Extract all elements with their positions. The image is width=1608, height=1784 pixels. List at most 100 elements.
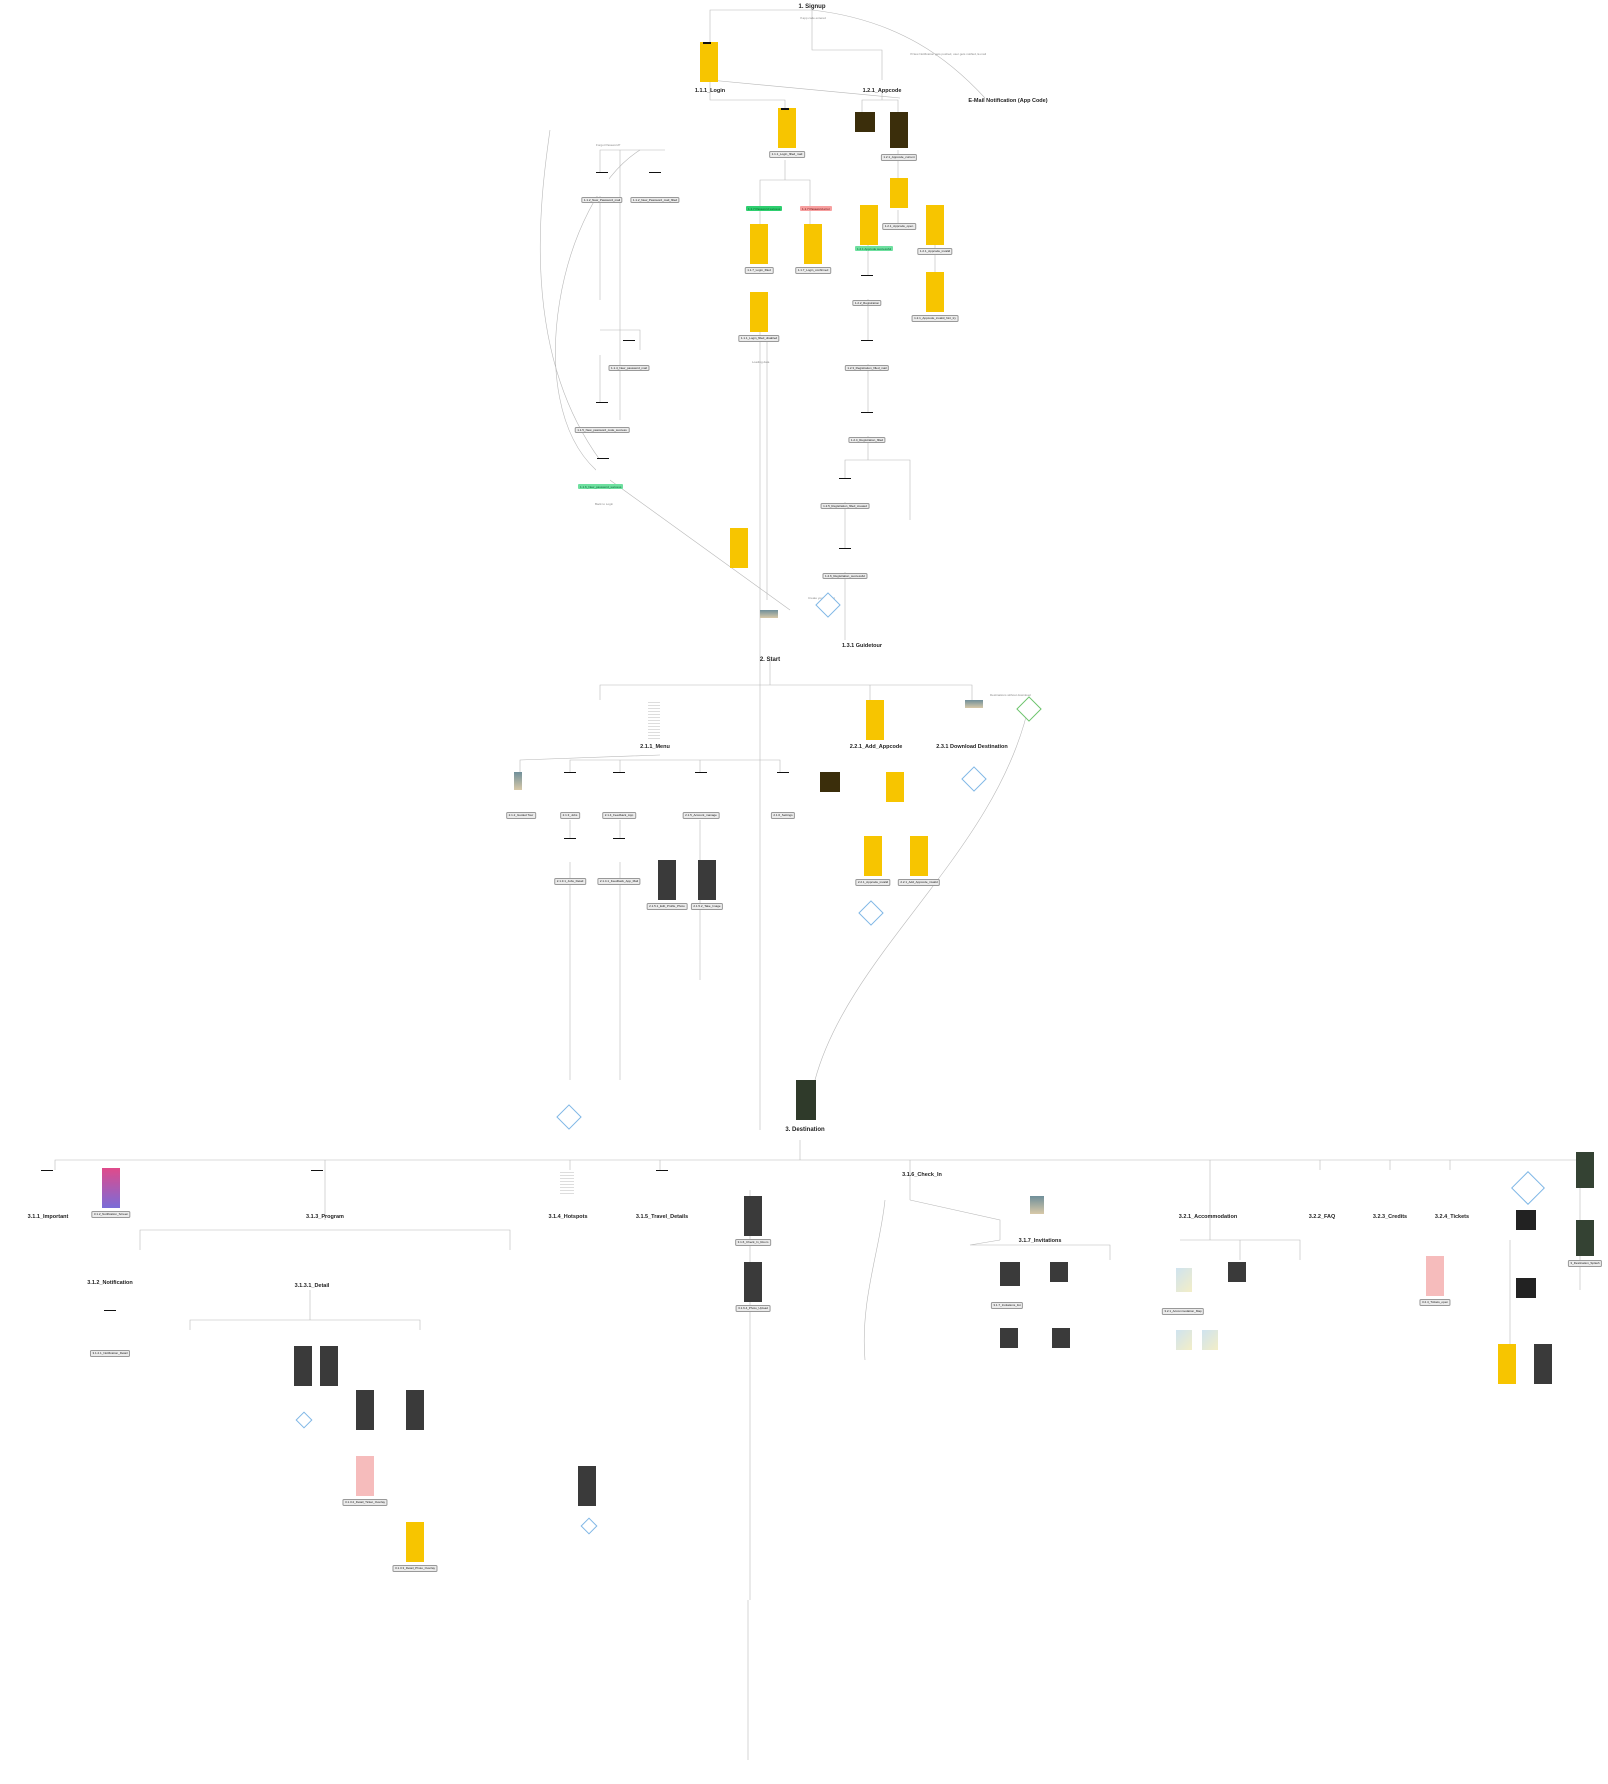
- screen-thumbnail: [612, 772, 626, 796]
- screen-node[interactable]: 1.1.7_Login_confirmed: [795, 224, 831, 276]
- screen-node[interactable]: 2.1.4.1_Feedback_App_Mail: [597, 838, 641, 885]
- screen-thumbnail: [860, 340, 874, 364]
- screen-node[interactable]: 1.1.1_Login_filled_disabled: [738, 292, 780, 344]
- screen-node[interactable]: 3.1.6.4_Photo_Upload: [735, 1262, 771, 1314]
- screen-node[interactable]: 1.1.2_New_Password_mail_filled: [630, 172, 680, 204]
- screen-node[interactable]: [860, 205, 878, 249]
- screen-node[interactable]: 3.2.1_Accommodation_Map: [1161, 1268, 1205, 1315]
- screen-node[interactable]: [406, 1390, 424, 1434]
- screen-label: 1.2.5_Registration_filled_created: [820, 502, 870, 510]
- screen-label: 1.1.1_Login_filled_mail: [769, 151, 805, 158]
- screen-node[interactable]: 1.1.7_Login_filled: [744, 224, 774, 276]
- screen-node[interactable]: [310, 1170, 324, 1198]
- screen-node[interactable]: [855, 112, 875, 160]
- screen-thumbnail: [864, 836, 882, 876]
- screen-thumbnail: [406, 1522, 424, 1562]
- screen-label: 2.1.5.2_Take_Image: [690, 903, 724, 910]
- screen-node[interactable]: 1.2.6_Registration_successful: [822, 548, 868, 580]
- screen-node[interactable]: [1228, 1262, 1246, 1286]
- screen-node[interactable]: 2.1.4_Feedback_App: [602, 772, 636, 819]
- screen-node[interactable]: 2.1.3_Jobs: [560, 772, 580, 819]
- screen-node[interactable]: 1.2.1_Appcode_invalid_hint_try: [911, 272, 959, 324]
- screen-node[interactable]: 3.2.4_Tickets_open: [1419, 1256, 1451, 1308]
- screen-node[interactable]: [1052, 1328, 1070, 1372]
- status-tag: 1.1.7 Password error: [800, 206, 832, 211]
- screen-node[interactable]: [796, 1080, 816, 1124]
- screen-thumbnail: [1202, 1330, 1218, 1350]
- screen-node[interactable]: [40, 1170, 54, 1198]
- screen-label: 2.1.4_Feedback_App: [602, 812, 636, 819]
- screen-node[interactable]: 2.2.1_Add_Appcode_invalid: [897, 836, 941, 892]
- screen-node[interactable]: 3.1.3.3_Detail_Photo_Overlay: [392, 1522, 438, 1574]
- screen-node[interactable]: [1516, 1210, 1536, 1232]
- screen-thumbnail: [838, 548, 852, 572]
- section-detail: 3.1.3.1_Detail: [294, 1283, 330, 1289]
- screen-thumbnail: [320, 1346, 338, 1386]
- screen-node[interactable]: 1.2.2_Registration: [852, 275, 882, 307]
- screen-node[interactable]: [700, 42, 718, 86]
- screen-node[interactable]: 1.1.1_Login_filled_mail: [769, 108, 805, 160]
- screen-node[interactable]: 2.1.5_Account_manage: [682, 772, 720, 819]
- section-checkin: 3.1.6_Check_In: [902, 1172, 942, 1178]
- screen-node[interactable]: [596, 458, 610, 486]
- screen-node[interactable]: 3.1.6_Check_In_Room: [735, 1196, 771, 1248]
- screen-node[interactable]: [1030, 1196, 1044, 1224]
- screen-node[interactable]: 1.2.5_Registration_filled_created: [820, 478, 870, 510]
- screen-node[interactable]: [578, 1466, 596, 1510]
- screen-node[interactable]: [1498, 1344, 1516, 1388]
- screen-thumbnail: [1176, 1330, 1192, 1350]
- screen-node[interactable]: [655, 1170, 669, 1198]
- screen-node[interactable]: [1516, 1278, 1536, 1300]
- screen-node[interactable]: 3.1.2_Notification_Screen: [91, 1168, 131, 1220]
- screen-node[interactable]: 2.1.2_Guided Tour: [506, 772, 536, 819]
- screen-thumbnail: [730, 528, 748, 568]
- screen-node[interactable]: [560, 1170, 574, 1198]
- screen-node[interactable]: [1534, 1344, 1552, 1388]
- screen-node[interactable]: 2.1.5.2_Take_Image: [690, 860, 724, 912]
- screen-node[interactable]: 1.2.1_Appcode_current: [880, 112, 918, 164]
- screen-node[interactable]: 3.1.3.2_Detail_Ticket_Overlay: [342, 1456, 388, 1508]
- section-signup: 1. Signup: [798, 4, 826, 10]
- screen-thumbnail: [860, 275, 874, 299]
- screen-node[interactable]: [294, 1346, 312, 1390]
- section-accommodation: 3.2.1_Accommodation: [1178, 1214, 1238, 1220]
- screen-label: 2.2.1_Add_Appcode_invalid: [897, 879, 941, 886]
- screen-node[interactable]: 1.2.1_Appcode_invalid: [917, 205, 953, 257]
- screen-node[interactable]: 1.2.4_Registration_filled: [848, 412, 886, 444]
- screen-node[interactable]: 1.1.5_New_password_code_success: [574, 402, 630, 434]
- screen-thumbnail: [700, 42, 718, 82]
- screen-thumbnail: [1050, 1262, 1068, 1282]
- screen-node[interactable]: [1576, 1152, 1594, 1198]
- screen-thumbnail: [838, 478, 852, 502]
- screen-node[interactable]: [820, 772, 840, 796]
- screen-label: 3.1.3.2_Detail_Ticket_Overlay: [342, 1499, 388, 1506]
- screen-node[interactable]: 3_Destination_Splash: [1567, 1220, 1603, 1270]
- screen-node[interactable]: 3.1.7_Invitations_list: [990, 1262, 1024, 1309]
- screen-node[interactable]: [356, 1390, 374, 1434]
- screen-thumbnail: [1534, 1344, 1552, 1384]
- screen-node[interactable]: 1.2.3_Registration_filled_mail: [844, 340, 890, 372]
- screen-node[interactable]: 2.1.5.1_Edit_Profile_Photo: [646, 860, 688, 912]
- status-tag: 1.1.7 Password success: [746, 206, 783, 211]
- screen-node[interactable]: 3.1.2.1_Notification_Detail: [89, 1310, 131, 1357]
- screen-node[interactable]: 1.1.2_New_Password_mail: [581, 172, 623, 204]
- screen-node[interactable]: [760, 610, 778, 622]
- screen-node[interactable]: 2.1.6_Settings: [770, 772, 796, 819]
- screen-thumbnail: [658, 860, 676, 900]
- screen-node[interactable]: [965, 700, 983, 720]
- screen-node[interactable]: 2.1.3.1_Jobs_Detail: [554, 838, 586, 885]
- screen-thumbnail: [1052, 1328, 1070, 1348]
- screen-node[interactable]: [886, 772, 904, 816]
- screen-node[interactable]: [730, 528, 748, 572]
- screen-node[interactable]: 2.2.1_Appcode_invalid: [855, 836, 891, 892]
- screen-node[interactable]: [1176, 1330, 1192, 1354]
- screen-node[interactable]: [1050, 1262, 1068, 1306]
- screen-node[interactable]: [1202, 1330, 1218, 1354]
- screen-node[interactable]: 1.1.4_New_password_mail: [608, 340, 650, 372]
- screen-node[interactable]: 1.2.1_Appcode_open: [882, 178, 916, 230]
- screen-node[interactable]: [866, 700, 884, 744]
- screen-node[interactable]: [1000, 1328, 1018, 1372]
- screen-node[interactable]: [320, 1346, 338, 1390]
- screen-node[interactable]: [648, 700, 660, 744]
